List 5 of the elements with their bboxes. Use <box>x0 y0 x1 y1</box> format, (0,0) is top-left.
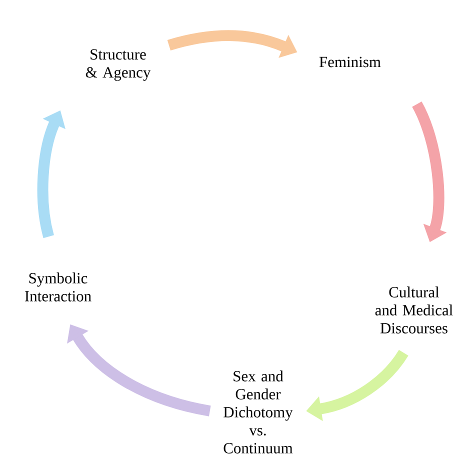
node-label: Symbolic Interaction <box>25 272 92 302</box>
node-label: Sex and Gender Dichotomy vs. Continuum <box>224 370 293 454</box>
node-label: Cultural and Medical Discourses <box>375 286 453 334</box>
node-label: Structure & Agency <box>86 49 151 81</box>
node-label: Feminism <box>319 56 381 68</box>
